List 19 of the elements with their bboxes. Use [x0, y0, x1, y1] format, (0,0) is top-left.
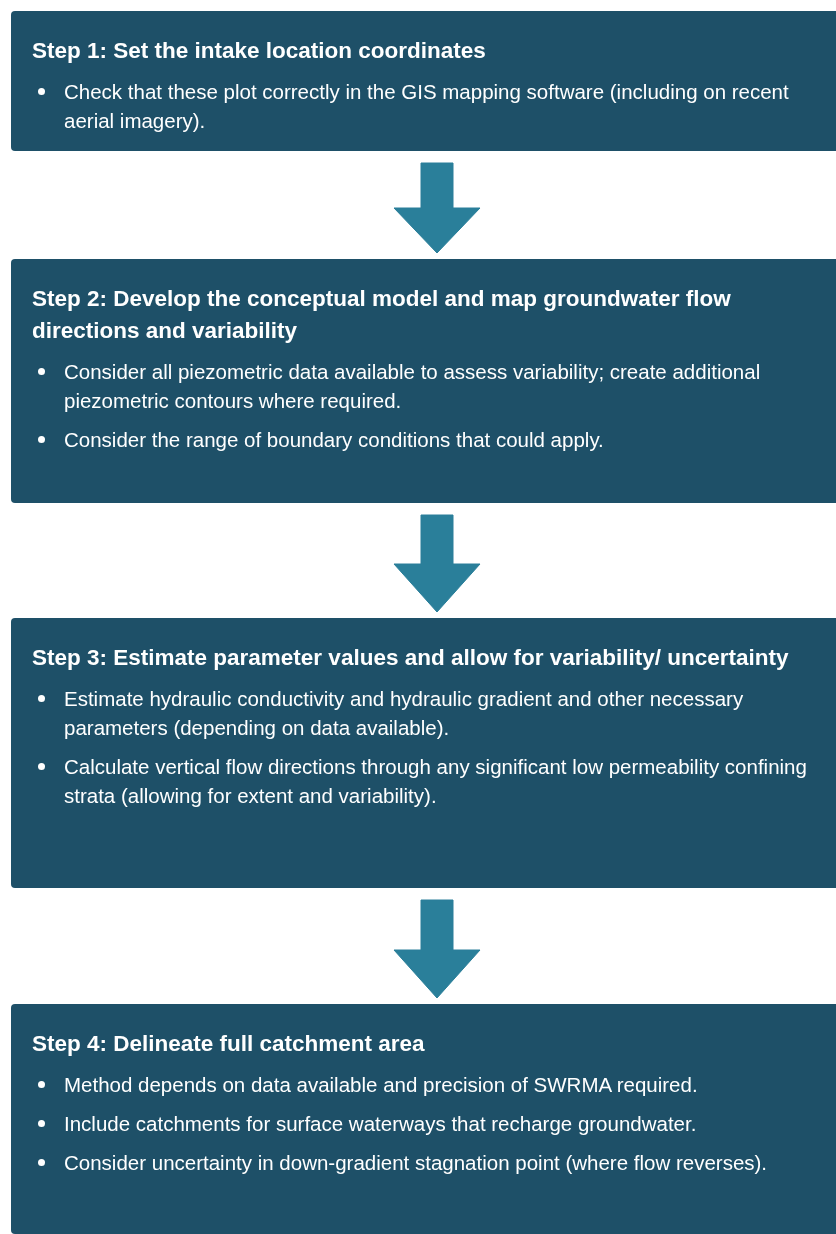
step-box	[11, 618, 836, 888]
bullet-text: Check that these plot correctly in the GIS mapping software (including on recent aerial imagery).	[64, 79, 790, 134]
bullet-text: Consider the range of boundary conditions that could apply.	[64, 427, 605, 453]
down-arrow	[393, 162, 481, 254]
step-heading: Step 2: Develop the conceptual model and map groundwater flow directions and variability	[32, 285, 732, 345]
step-heading: Step 4: Delineate full catchment area	[32, 1030, 426, 1058]
step-box	[11, 11, 836, 151]
down-arrow	[393, 514, 481, 613]
bullet-text: Consider all piezometric data available to assess variability; create additional piezometric contours where required.	[64, 359, 762, 414]
step-heading: Step 1: Set the intake location coordinates	[32, 37, 487, 65]
step-box	[11, 1004, 836, 1234]
step-box	[11, 259, 836, 503]
down-arrow	[393, 899, 481, 999]
step-heading: Step 3: Estimate parameter values and allow for variability/ uncertainty	[32, 644, 790, 672]
bullet-text: Method depends on data available and precision of SWRMA required.	[64, 1072, 699, 1098]
bullet-text: Consider uncertainty in down-gradient stagnation point (where flow reverses).	[64, 1150, 769, 1176]
bullet-text: Calculate vertical flow directions through any significant low permeability confining strata (allowing for extent and variability).	[64, 754, 808, 809]
bullet-text: Include catchments for surface waterways that recharge groundwater.	[64, 1111, 698, 1137]
bullet-text: Estimate hydraulic conductivity and hydraulic gradient and other necessary parameters (depending on data available).	[64, 686, 745, 741]
